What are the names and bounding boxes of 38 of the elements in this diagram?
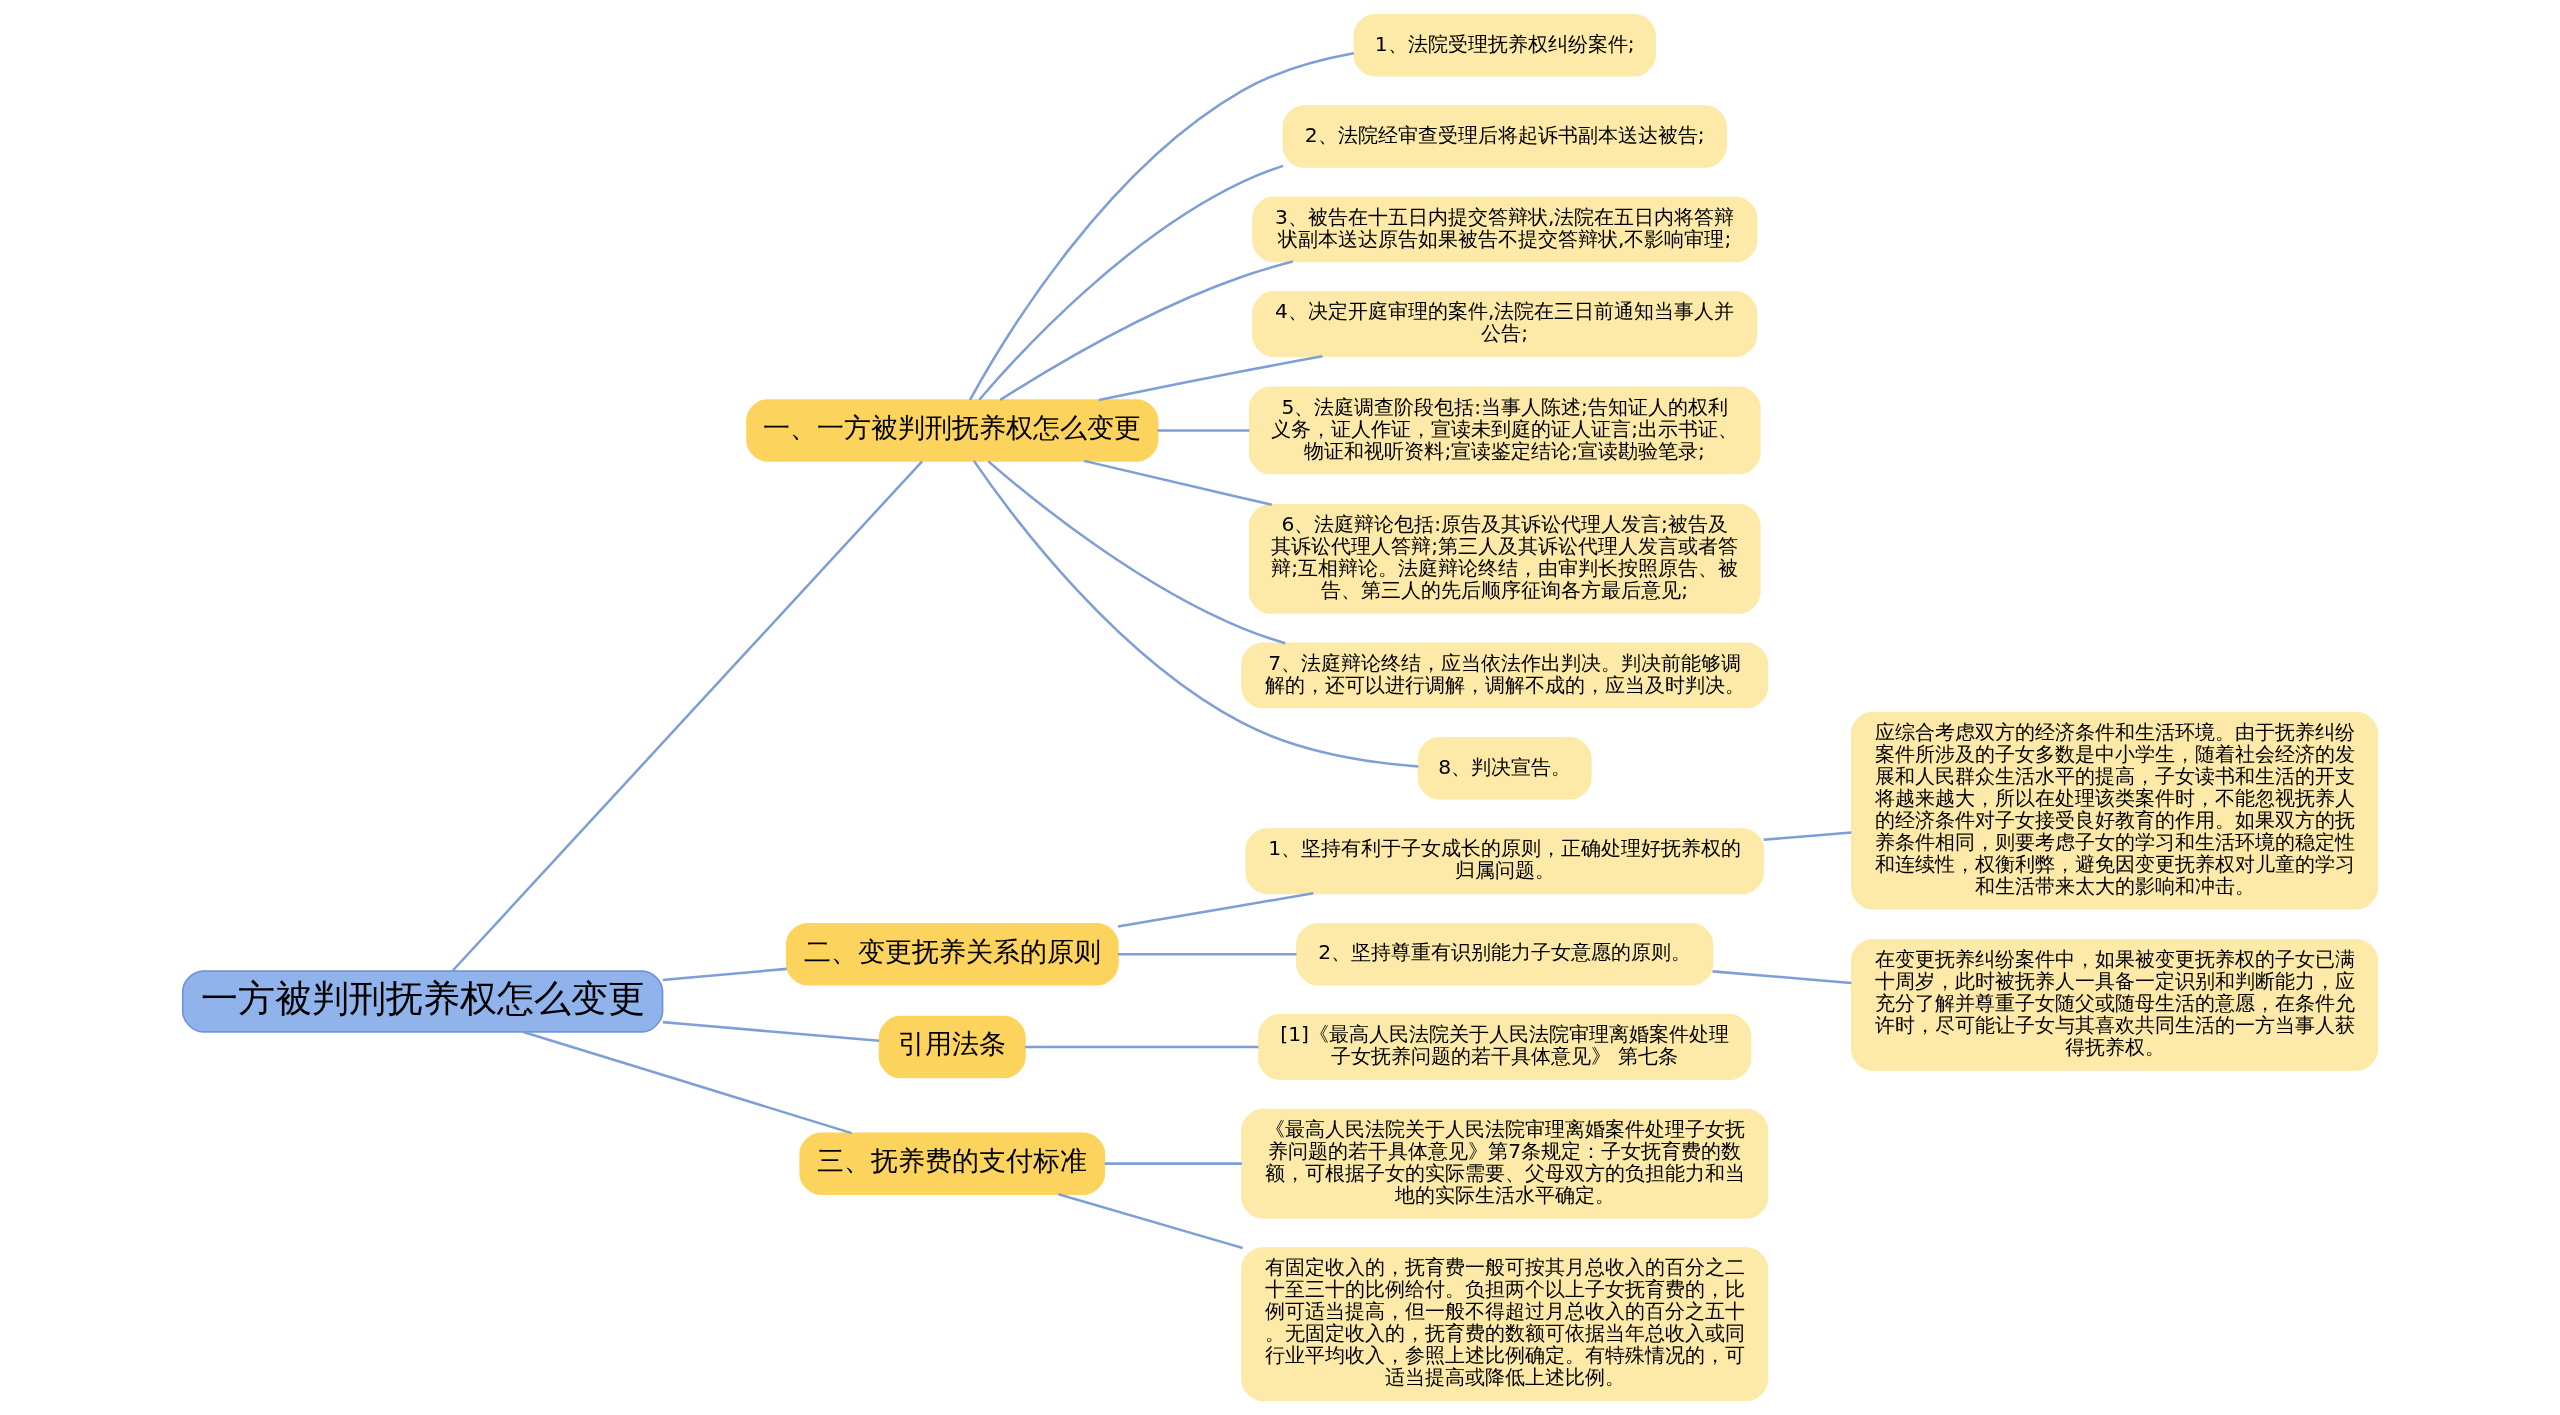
node-box: 《最高人民法院关于人民法院审理离婚案件处理子女抚养问题的若干具体意见》第7条规定：子女抚育费的数额，可根据子女的实际需要、父母双方的负担能力和当地的实际生活水平确定。: [1241, 1108, 1769, 1219]
node-box: 4、决定开庭审理的案件,法院在三日前通知当事人并公告;: [1252, 291, 1758, 357]
node-box: 一方被判刑抚养权怎么变更: [181, 970, 664, 1033]
node-box: 有固定收入的，抚育费一般可按其月总收入的百分之二十至三十的比例给付。负担两个以上子女抚育费的，比例可适当提高，但一般不得超过月总收入的百分之五十。无固定收入的，抚育费的数额可依据当年总收入或同行业平均收入，参照上述比例确定。有特殊情况的，可适当提高或降低上述比例。: [1241, 1247, 1769, 1401]
node-box: 6、法庭辩论包括:原告及其诉讼代理人发言;被告及其诉讼代理人答辩;第三人及其诉讼代理人发言或者答辩;互相辩论。法庭辩论终结，由审判长按照原告、被告、第三人的先后顺序征询各方最后意见;: [1248, 503, 1761, 614]
connector: [999, 260, 1294, 401]
node-box: 1、法院受理抚养权纠纷案件;: [1353, 14, 1656, 77]
connector: [978, 164, 1284, 401]
node-box: 一、一方被判刑抚养权怎么变更: [746, 399, 1159, 462]
node-box: 三、抚养费的支付标准: [799, 1132, 1106, 1195]
connector: [1058, 1192, 1243, 1250]
connector: [662, 967, 787, 982]
node-box: 7、法庭辩论终结，应当依法作出判决。判决前能够调解的，还可以进行调解，调解不成的，应当及时判决。: [1241, 642, 1769, 709]
node-box: 8、判决宣告。: [1417, 737, 1592, 800]
node-box: 5、法庭调查阶段包括:当事人陈述;告知证人的权利义务，证人作证，宣读未到庭的证人证言;出示书证、物证和视听资料;宣读鉴定结论;宣读勘验笔录;: [1248, 386, 1761, 475]
node-box: 1、坚持有利于子女成长的原则，正确处理好抚养权的归属问题。: [1245, 828, 1764, 895]
node-box: 2、坚持尊重有识别能力子女意愿的原则。: [1296, 922, 1714, 986]
connector: [1025, 1045, 1259, 1049]
node-box: 在变更抚养纠纷案件中，如果被变更抚养权的子女已满十周岁，此时被抚养人一具备一定识别和判断能力，应充分了解并尊重子女随父或随母生活的意愿，在条件允许时，尽可能让子女与其喜欢共同生活的一方当事人获得抚养权。: [1851, 938, 2379, 1071]
connector: [522, 1030, 852, 1135]
connector: [1083, 459, 1273, 506]
connector: [987, 460, 1286, 645]
connector: [972, 460, 1419, 768]
connector: [968, 52, 1355, 401]
connector: [1117, 892, 1314, 928]
node-box: [1]《最高人民法院关于人民法院审理离婚案件处理子女抚养问题的若干具体意见》 第七条: [1258, 1014, 1752, 1080]
node-box: 3、被告在十五日内提交答辩状,法院在五日内将答辩状副本送达原告如果被告不提交答辩状,不影响审理;: [1252, 196, 1758, 263]
connector: [1117, 952, 1297, 956]
connector: [1763, 831, 1852, 841]
connector: [662, 1020, 880, 1043]
node-box: 二、变更抚养关系的原则: [785, 922, 1119, 986]
node-box: 引用法条: [878, 1015, 1026, 1079]
connector: [451, 460, 924, 972]
node-box: 应综合考虑双方的经济条件和生活环境。由于抚养纠纷案件所涉及的子女多数是中小学生，随着社会经济的发展和人民群众生活水平的提高，子女读书和生活的开支将越来越大，所以在处理该类案件时，不能忽视抚养人的经济条件对子女接受良好教育的作用。如果双方的抚养条件相同，则要考虑子女的学习和生活环境的稳定性和连续性，权衡利弊，避免因变更抚养权对儿童的学习和生活带来太大的影响和冲击。: [1851, 711, 2379, 910]
node-box: 2、法院经审查受理后将起诉书副本送达被告;: [1282, 105, 1727, 168]
connector: [1157, 429, 1250, 432]
connector: [1712, 970, 1852, 985]
connector: [1104, 1162, 1242, 1165]
